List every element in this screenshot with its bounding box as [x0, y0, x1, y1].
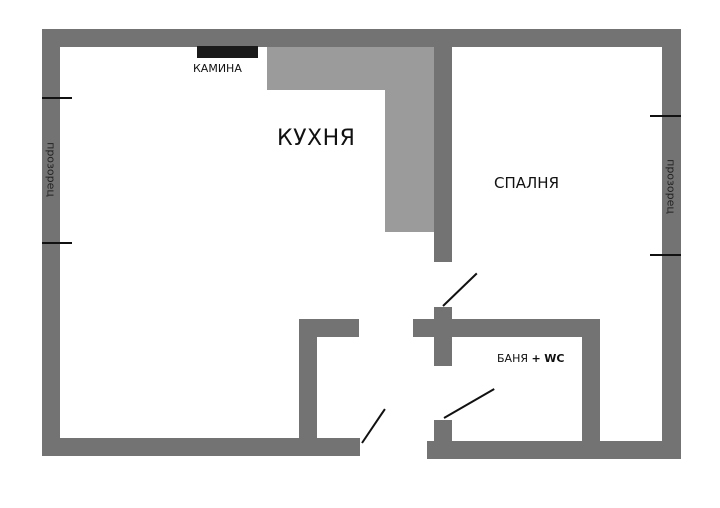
outer-wall-bottom-right [427, 441, 681, 459]
bathroom-label-wc: WC [544, 352, 565, 365]
window-right-label: прозорец [664, 159, 678, 214]
window-left-marker-bottom [42, 242, 72, 244]
cross-wall-vertical [434, 307, 452, 366]
kitchen-label: КУХНЯ [277, 126, 356, 151]
bedroom-door-swing [442, 272, 478, 307]
bath-wall-right [582, 319, 600, 459]
fireplace [197, 46, 258, 58]
bathroom-door-swing [443, 388, 495, 419]
closet-wall-left [299, 319, 317, 456]
outer-wall-bottom-left [42, 438, 360, 456]
bathroom-label-plus: + [531, 352, 541, 365]
bath-wall-top [413, 319, 600, 337]
window-left-marker-top [42, 97, 72, 99]
outer-wall-right [662, 29, 681, 459]
window-right-marker-bottom [650, 254, 681, 256]
fireplace-label: КАМИНА [193, 62, 242, 75]
window-right-marker-top [650, 115, 681, 117]
bathroom-label: БАНЯ + WC [497, 352, 564, 365]
entrance-door-swing [361, 408, 386, 444]
kitchen-counter-horizontal [267, 47, 434, 90]
bedroom-label: СПАЛНЯ [494, 174, 559, 192]
bathroom-label-main: БАНЯ [497, 352, 528, 365]
window-left-label: прозорец [44, 142, 58, 197]
outer-wall-top [42, 29, 681, 47]
bath-door-stub [434, 420, 452, 445]
divider-wall-kitchen-bedroom [434, 29, 452, 262]
kitchen-counter-vertical [385, 90, 434, 232]
